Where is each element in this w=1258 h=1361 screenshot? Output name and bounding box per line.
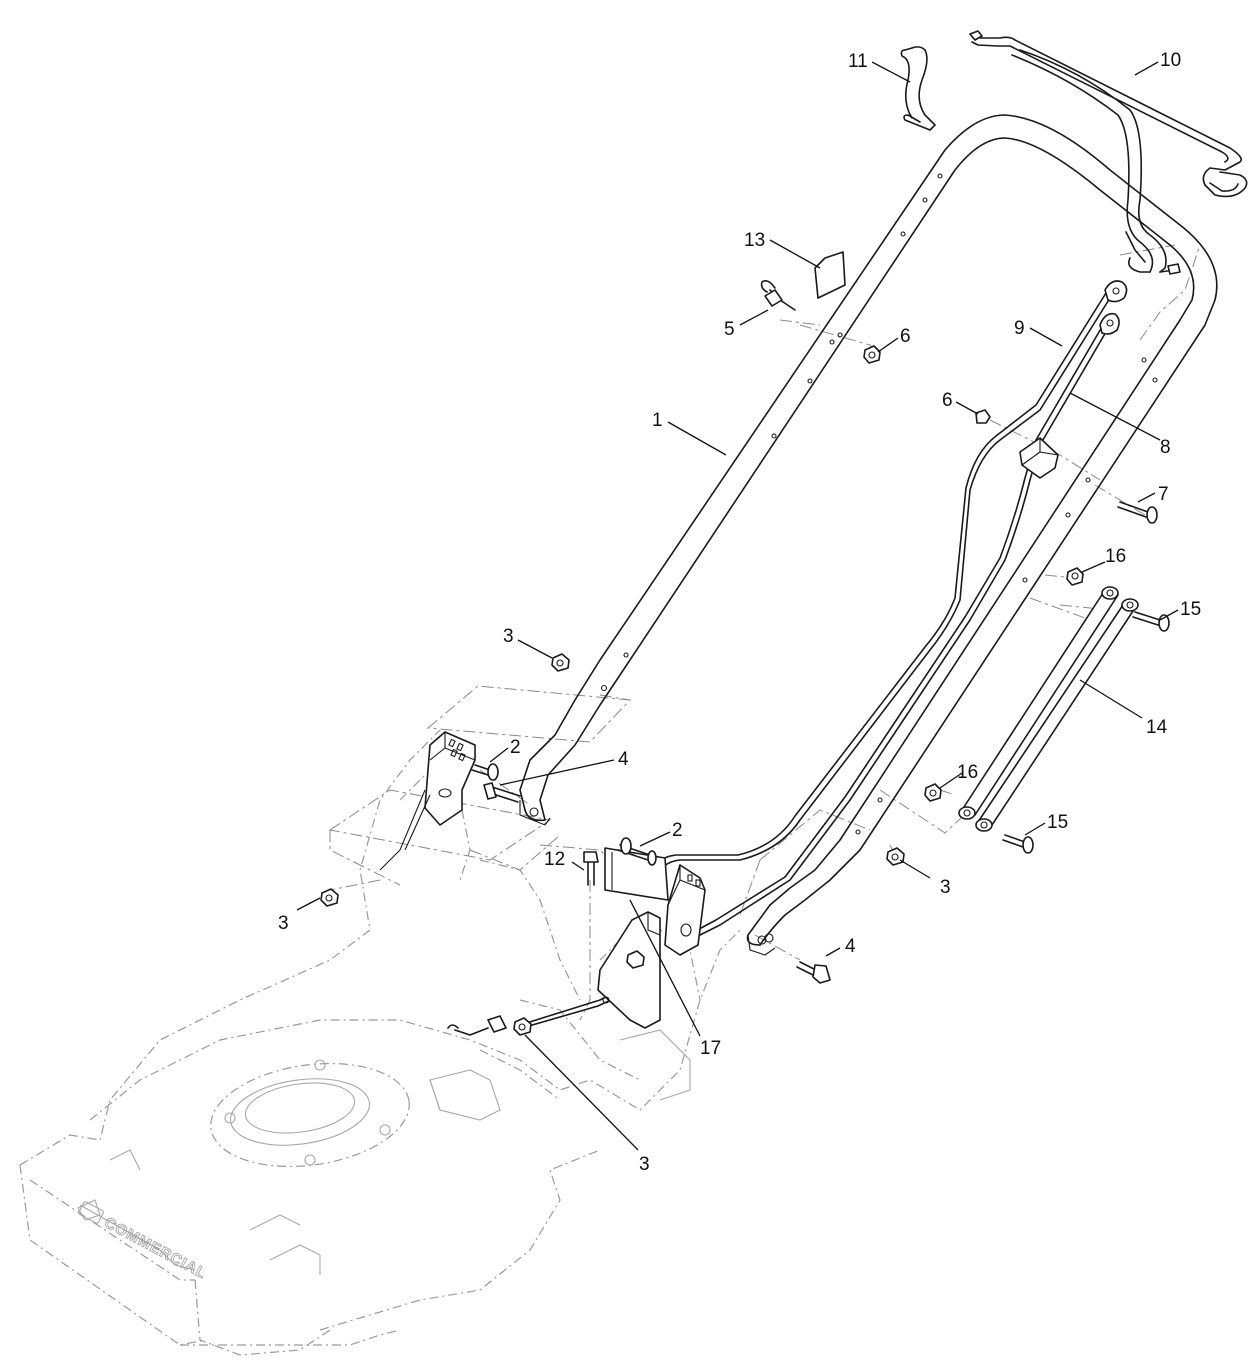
callout-15-lower: 15: [1047, 812, 1068, 833]
callout-13: 13: [744, 230, 765, 251]
callout-6-lower: 6: [942, 390, 953, 411]
svg-text:COMMERCIAL: COMMERCIAL: [101, 1214, 209, 1282]
callout-2-right: 2: [672, 820, 683, 841]
callout-3-left: 3: [278, 913, 289, 934]
decal-13: [814, 251, 846, 299]
mower-deck-ghost: [19, 729, 741, 1356]
callout-3-bottom: 3: [639, 1154, 650, 1175]
callout-4-right: 4: [845, 936, 856, 957]
callout-9: 9: [1014, 318, 1025, 339]
callout-4-left: 4: [618, 749, 629, 770]
callout-14: 14: [1146, 717, 1168, 738]
callout-17: 17: [700, 1038, 721, 1059]
callout-6-upper: 6: [900, 326, 911, 347]
bail-assembly: [900, 30, 1248, 275]
callout-11: 11: [848, 51, 868, 72]
main-handle: [519, 114, 1218, 956]
callout-labels: 11 10 13 5 6 9 1 6 8 7 16 15 3 2 4 14 16…: [278, 50, 1201, 1175]
callout-10: 10: [1160, 50, 1181, 71]
phantom-alignment-lines: [328, 244, 1201, 1021]
handle-bracket-left: [379, 731, 476, 871]
callout-7: 7: [1158, 484, 1169, 505]
deck-logo: COMMERCIAL: [78, 1201, 210, 1283]
callout-8: 8: [1160, 437, 1171, 458]
control-cables: [447, 280, 1128, 1036]
callout-5: 5: [724, 319, 735, 340]
callout-1: 1: [652, 410, 663, 431]
leader-lines: [296, 61, 1179, 1151]
callout-12: 12: [544, 849, 565, 870]
callout-3-right: 3: [940, 877, 951, 898]
callout-16-upper: 16: [1105, 546, 1126, 567]
fasteners: [320, 280, 1170, 1036]
link-bars: [958, 586, 1139, 832]
callout-15-upper: 15: [1180, 599, 1201, 620]
callout-16-lower: 16: [957, 762, 978, 783]
callout-3-upper: 3: [503, 626, 514, 647]
callout-2-left: 2: [510, 737, 521, 758]
handle-bracket-right: [597, 864, 706, 1029]
